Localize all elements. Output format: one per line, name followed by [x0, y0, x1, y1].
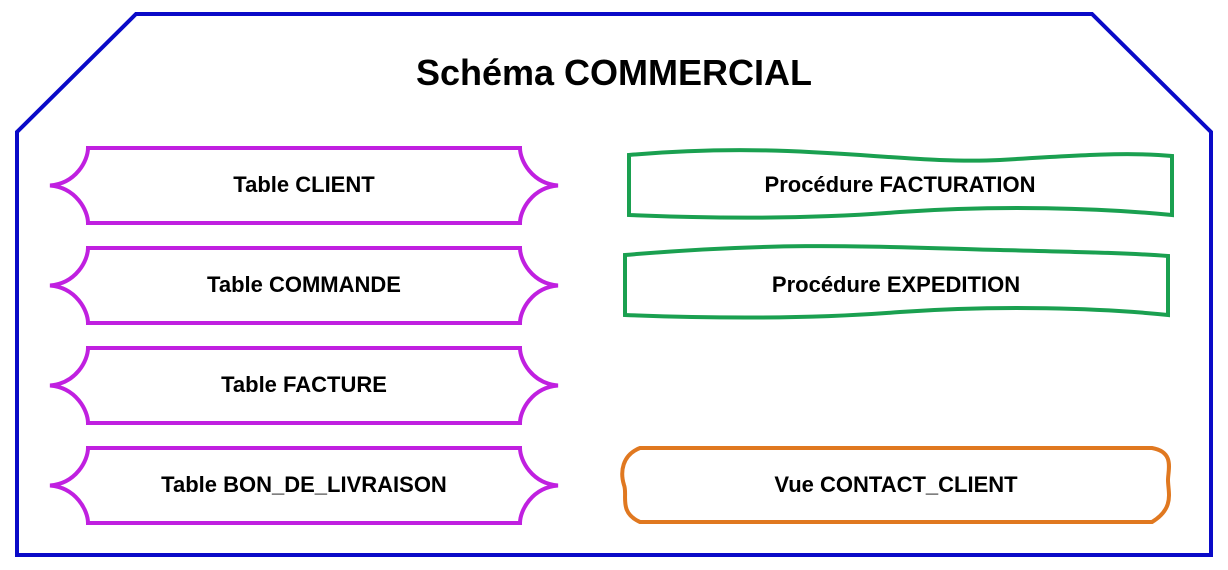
schema-container: [15, 12, 1213, 557]
table-label-commande[interactable]: Table COMMANDE: [207, 272, 401, 297]
procedure-shape-expedition[interactable]: [623, 244, 1170, 320]
view-shape-contact-client[interactable]: [620, 446, 1171, 524]
view-label-contact-client[interactable]: Vue CONTACT_CLIENT: [774, 472, 1018, 497]
table-shape-commande[interactable]: [49, 246, 559, 325]
procedure-shape-facturation[interactable]: [627, 148, 1174, 220]
table-label-client[interactable]: Table CLIENT: [233, 172, 375, 197]
table-shape-facture[interactable]: [49, 346, 559, 425]
table-shape-client[interactable]: [49, 146, 559, 225]
schema-title: Schéma COMMERCIAL: [415, 52, 813, 93]
table-shape-bon-de-livraison[interactable]: [49, 446, 559, 525]
table-label-bon-de-livraison[interactable]: Table BON_DE_LIVRAISON: [161, 472, 447, 497]
table-label-facture[interactable]: Table FACTURE: [221, 372, 387, 397]
procedure-label-expedition[interactable]: Procédure EXPEDITION: [771, 272, 1021, 297]
procedure-label-facturation[interactable]: Procédure FACTURATION: [764, 172, 1036, 197]
